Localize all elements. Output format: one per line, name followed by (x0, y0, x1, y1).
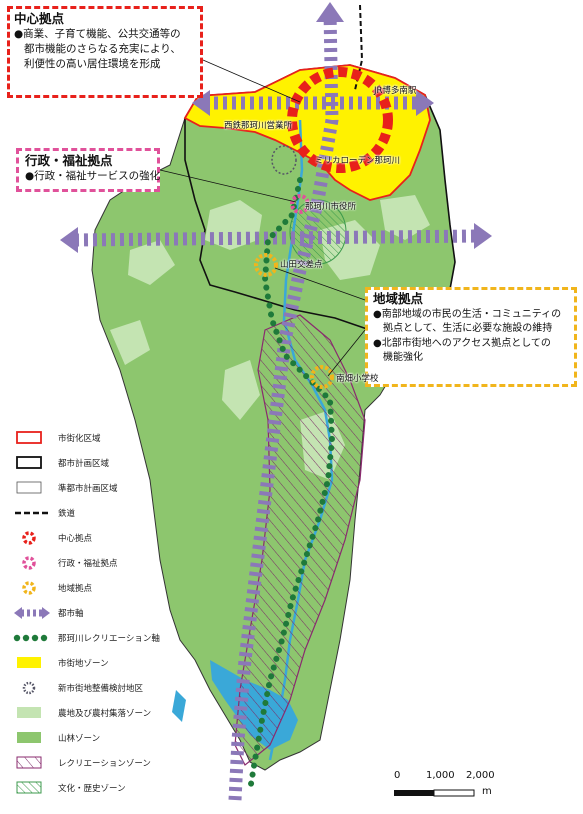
legend-label: 市街地ゾーン (58, 659, 109, 669)
admin-hub-title: 行政・福祉拠点 (25, 153, 113, 168)
regional-hub-marker-minamihata (310, 365, 334, 389)
legend-row-forest-zone: 山林ゾーン (12, 730, 212, 752)
legend-row-recreation-zone: レクリエーションゾーン (12, 755, 212, 777)
legend-label: 文化・歴史ゾーン (58, 784, 126, 794)
new-urban-study-area (271, 145, 297, 175)
farmland-zone-swatch (17, 707, 41, 718)
scale-bar: 0 1,000 2,000 m (380, 770, 580, 810)
legend-row-quasi-city-planning-area: 準都市計画区域 (12, 480, 212, 502)
scale-unit: m (482, 786, 492, 797)
label-jr-station: JR博多南駅 (374, 86, 417, 96)
legend-label: レクリエーションゾーン (58, 759, 151, 769)
legend-label: 都市軸 (58, 609, 84, 619)
central-hub-swatch (22, 531, 36, 545)
city-planning-area-swatch (16, 456, 42, 469)
legend-row-city-planning-area: 都市計画区域 (12, 455, 212, 477)
legend-label: 市街化区域 (58, 434, 101, 444)
regional-hub-title: 地域拠点 (373, 291, 424, 306)
admin-hub-marker (290, 194, 310, 214)
regional-hub-marker-yamada (254, 253, 278, 277)
label-yamada-intersection: 山田交差点 (280, 260, 323, 270)
legend-label: 中心拠点 (58, 534, 93, 544)
admin-hub-callout: 行政・福祉拠点 ●行政・福祉サービスの強化 (16, 148, 160, 192)
legend-row-regional-hub: 地域拠点 (12, 580, 212, 602)
culture-history-zone-swatch (16, 781, 42, 794)
legend-label: 行政・福祉拠点 (58, 559, 118, 569)
scale-bar-graphic (394, 789, 475, 797)
quasi-city-planning-area-swatch (16, 481, 42, 494)
central-hub-title: 中心拠点 (14, 11, 65, 26)
legend-label: 地域拠点 (58, 584, 93, 594)
legend-label: 準都市計画区域 (58, 484, 118, 494)
urban-axis (74, 11, 481, 801)
admin-hub-desc-1: ●行政・福祉サービスの強化 (25, 170, 161, 182)
legend-row-recreation-axis: 那珂川レクリエーション軸 (12, 630, 212, 652)
legend-row-central-hub: 中心拠点 (12, 530, 212, 552)
new-urban-study-district-swatch (22, 681, 36, 695)
legend-row-farmland-zone: 農地及び農村集落ゾーン (12, 705, 212, 727)
forest-zone-swatch (17, 732, 41, 743)
admin-welfare-hub-swatch (22, 556, 36, 570)
legend-label: 那珂川レクリエーション軸 (58, 634, 160, 644)
legend-label: 農地及び農村集落ゾーン (58, 709, 152, 719)
scale-tick-1000: 1,000 (426, 770, 455, 781)
central-hub-desc-3: 利便性の高い居住環境を形成 (24, 58, 161, 70)
central-hub-callout: 中心拠点 ●商業、子育て機能、公共交通等の 都市機能のさらなる充実により、 利便… (7, 6, 203, 98)
regional-hub-desc-2: 拠点として、生活に必要な施設の維持 (383, 323, 553, 334)
callout-leaders (159, 59, 366, 377)
legend-row-new-urban-study-district: 新市街地整備検討地区 (12, 680, 212, 702)
label-nishitetsu-station: 西鉄那珂川営業所 (224, 121, 293, 131)
regional-hub-desc-1: ●南部地域の市民の生活・コミュニティの (373, 308, 562, 320)
legend-row-culture-history-zone: 文化・歴史ゾーン (12, 780, 212, 802)
urban-axis-swatch (14, 607, 50, 619)
railway-swatch (15, 511, 48, 515)
urbanization-area-swatch (16, 431, 42, 444)
regional-hub-desc-3: ●北部市街地へのアクセス拠点としての (373, 337, 551, 349)
legend-row-urban-axis: 都市軸 (12, 605, 212, 627)
legend-row-urbanization-area: 市街化区域 (12, 430, 212, 452)
legend-label: 新市街地整備検討地区 (58, 684, 144, 694)
legend-label: 鉄道 (58, 509, 76, 519)
recreation-axis (247, 177, 336, 793)
regional-hub-swatch (22, 581, 36, 595)
central-hub-desc-2: 都市機能のさらなる充実により、 (24, 43, 181, 55)
label-minamihata-school: 南畑小学校 (336, 374, 379, 384)
urban-zone-swatch (17, 657, 41, 668)
central-hub-marker (287, 67, 393, 173)
recreation-zone-swatch (16, 756, 42, 769)
scale-tick-0: 0 (394, 770, 401, 781)
legend-label: 山林ゾーン (58, 734, 101, 744)
scale-tick-2000: 2,000 (466, 770, 495, 781)
regional-hub-desc-4: 機能強化 (383, 352, 423, 363)
central-hub-desc-1: ●商業、子育て機能、公共交通等の (14, 28, 181, 40)
urban-axis-arrows (60, 2, 492, 253)
regional-hub-callout: 地域拠点 ●南部地域の市民の生活・コミュニティの 拠点として、生活に必要な施設の… (365, 287, 577, 387)
legend-label: 都市計画区域 (58, 459, 110, 469)
label-city-office: 那珂川市役所 (305, 202, 357, 212)
legend-row-urban-zone: 市街地ゾーン (12, 655, 212, 677)
label-river-garden: ミリカローデン那珂川 (315, 156, 401, 166)
legend-row-railway: 鉄道 (12, 505, 212, 527)
recreation-axis-swatch (13, 634, 48, 642)
legend-row-admin-welfare-hub: 行政・福祉拠点 (12, 555, 212, 577)
